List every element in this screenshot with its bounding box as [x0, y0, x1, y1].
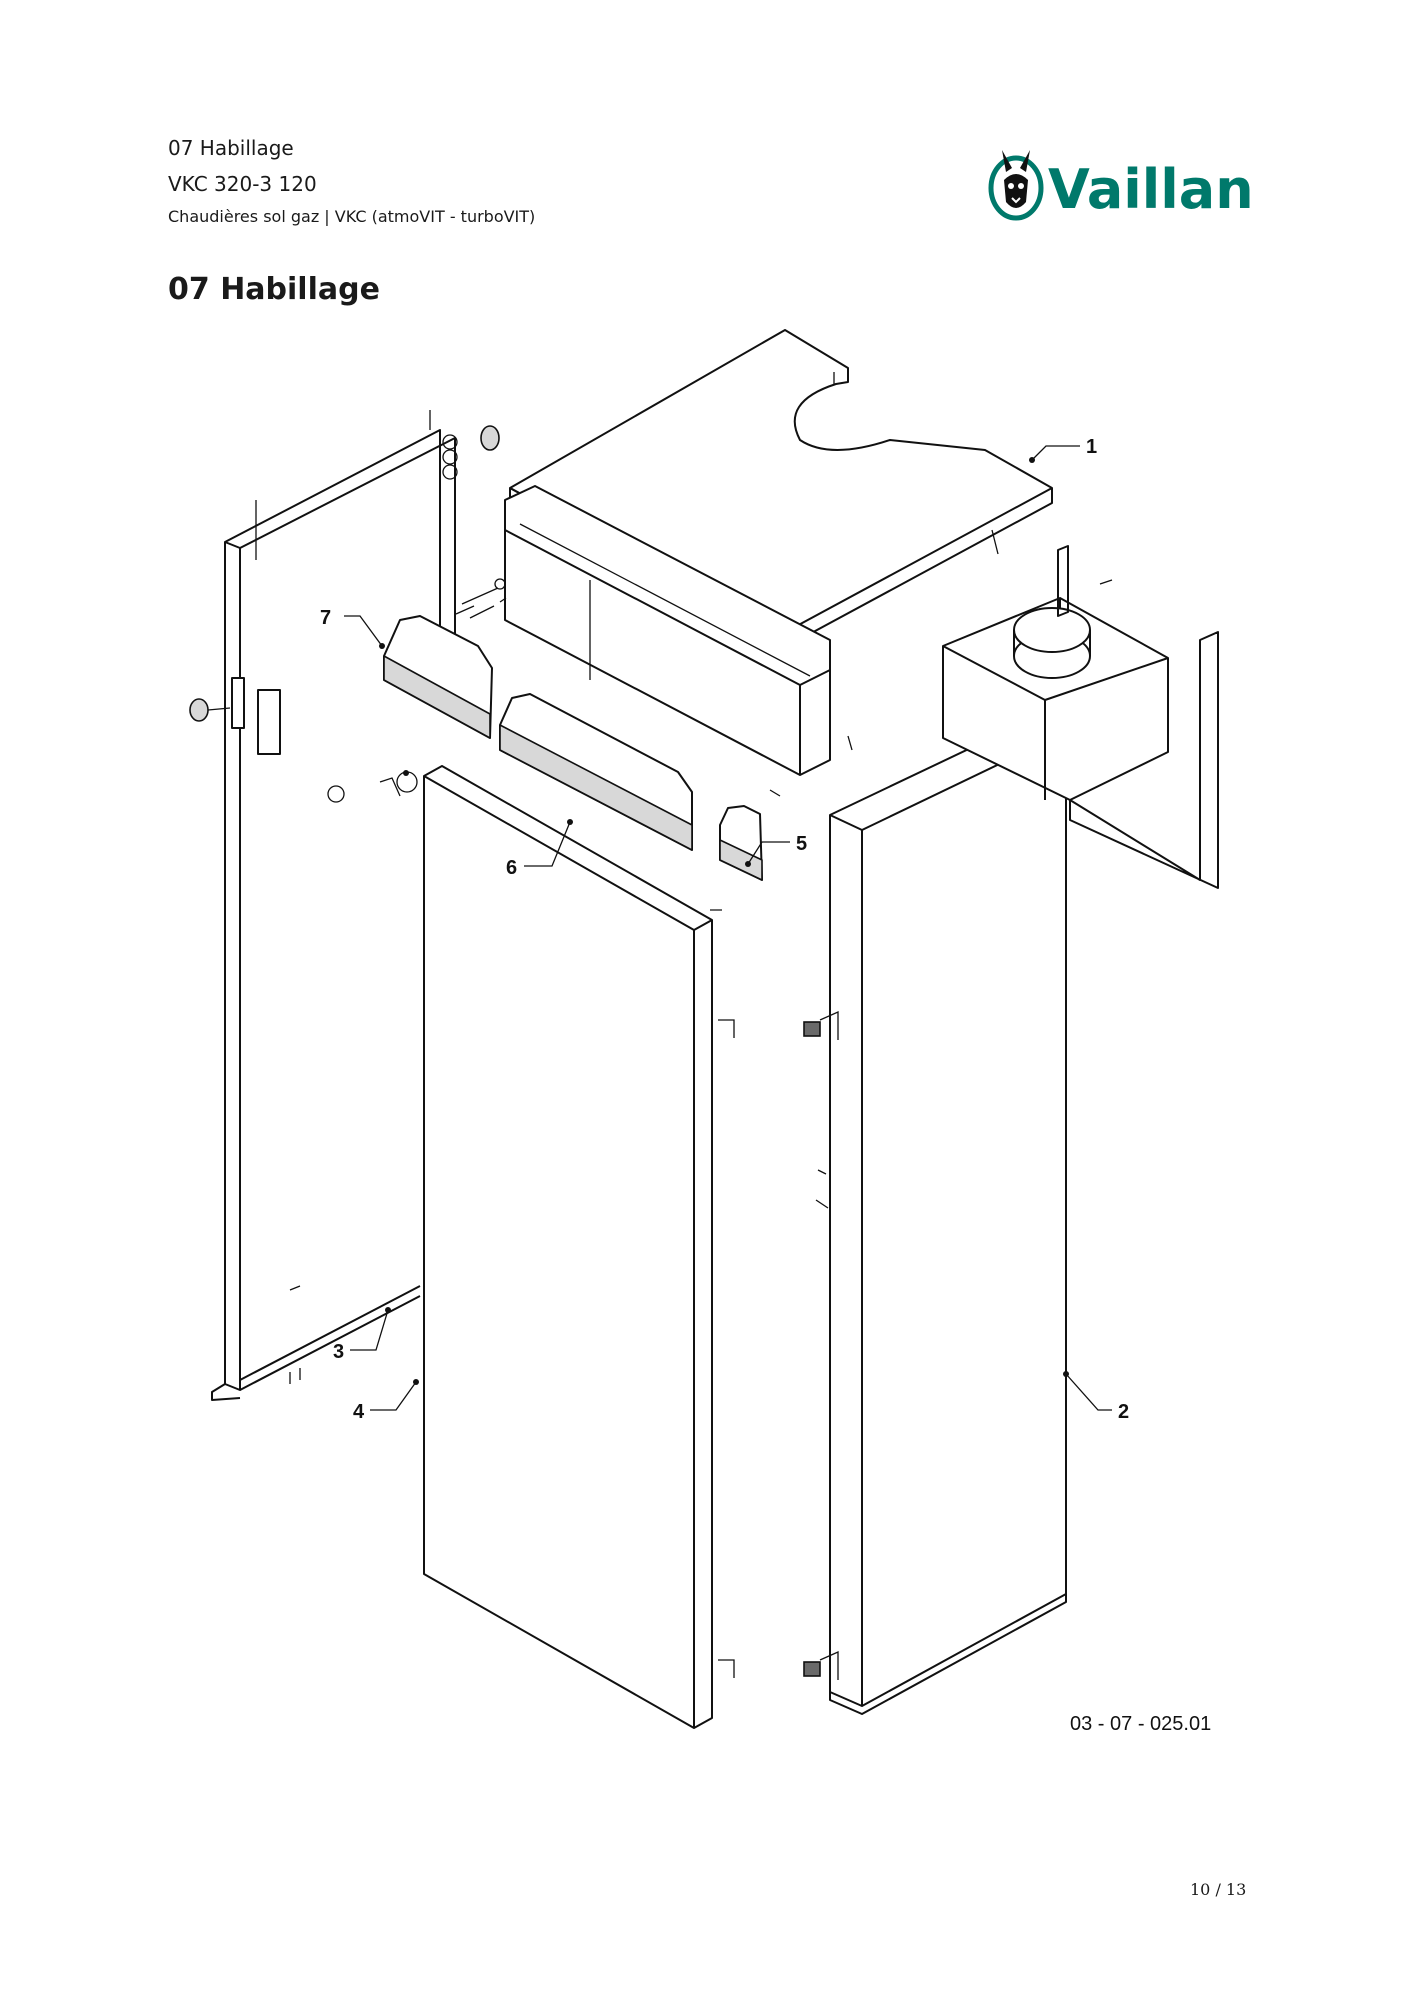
callout-6: 6 [506, 857, 517, 879]
exploded-view-diagram: 1 2 3 4 5 6 7 03 - 07 - 025.01 [189, 329, 1219, 1735]
part-front-door-panel [423, 765, 735, 1729]
header-model: VKC 320-3 120 [168, 172, 317, 196]
callout-2: 2 [1118, 1401, 1129, 1423]
drawing-reference: 03 - 07 - 025.01 [1070, 1713, 1211, 1735]
part-rear-frame [189, 410, 500, 1401]
callout-leaders [344, 445, 1112, 1411]
callout-1: 1 [1086, 436, 1097, 458]
header-category: Chaudières sol gaz | VKC (atmoVIT - turb… [168, 207, 536, 226]
rabbit-logo-icon [988, 150, 1044, 221]
page-title: 07 Habillage [168, 272, 380, 307]
part-fixings [327, 578, 506, 803]
callout-5: 5 [796, 833, 807, 855]
page-number: 10 / 13 [1190, 1880, 1247, 1899]
callout-4: 4 [353, 1401, 365, 1423]
part-right-side-panel [803, 715, 1067, 1715]
brand-name: Vaillant [1048, 158, 1254, 221]
header-section: 07 Habillage [168, 136, 294, 160]
callout-7: 7 [320, 607, 331, 629]
part-flue-box [942, 545, 1219, 889]
part-control-box [383, 485, 853, 911]
vaillant-logo: Vaillant [988, 150, 1254, 221]
callout-3: 3 [333, 1341, 344, 1363]
